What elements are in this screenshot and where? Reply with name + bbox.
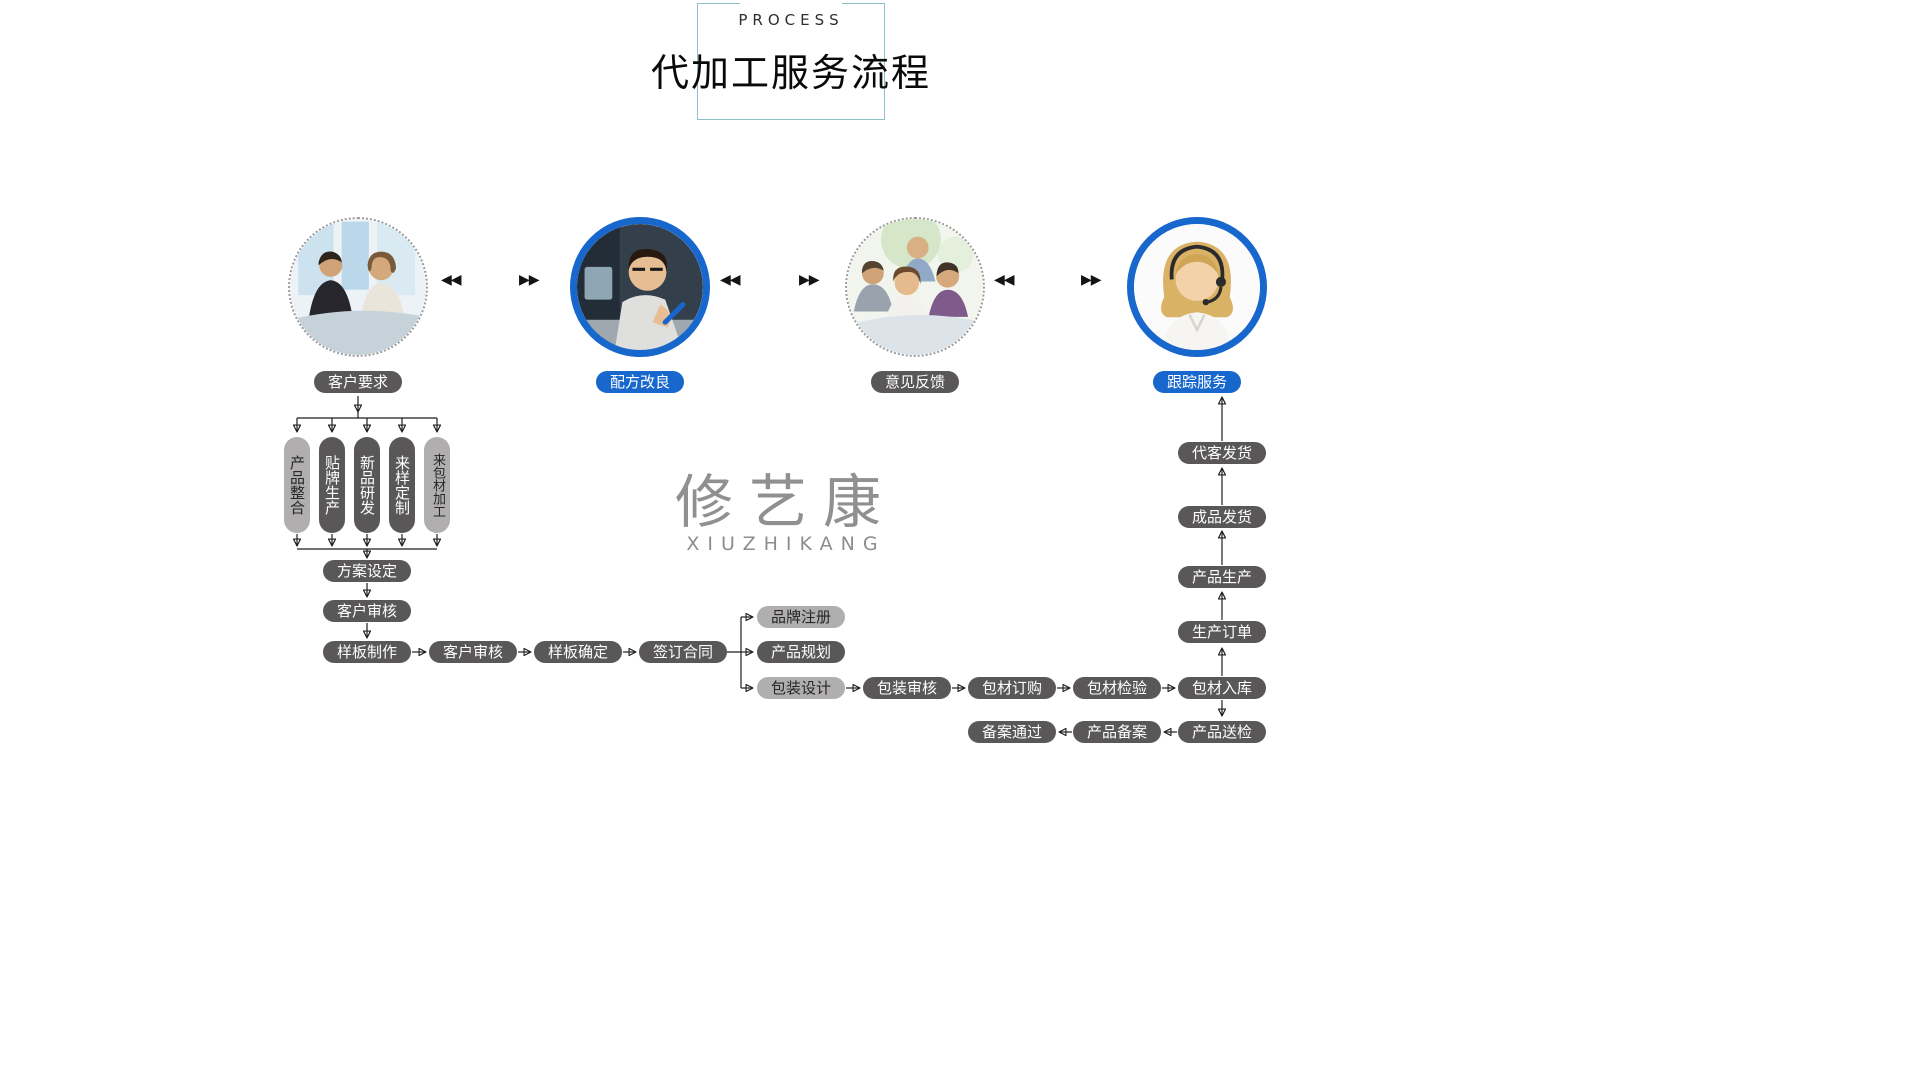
business-meeting-illustration — [290, 219, 426, 355]
stage-label-formula-improvement: 配方改良 — [596, 371, 684, 393]
step-customer-review: 客户审核 — [429, 641, 517, 663]
step-material-inspection: 包材检验 — [1073, 677, 1161, 699]
customer-service-illustration — [1134, 224, 1260, 350]
business-meeting-photo — [288, 217, 428, 357]
team-meeting-photo — [845, 217, 985, 357]
option-product-integration: 产品整合 — [284, 437, 310, 533]
step-sample-confirm: 样板确定 — [534, 641, 622, 663]
double-arrow-right-icon: ▶▶ — [799, 272, 820, 288]
team-meeting-illustration — [847, 219, 983, 355]
step-filing-approved: 备案通过 — [968, 721, 1056, 743]
option-oem-production: 贴牌生产 — [319, 437, 345, 533]
title-frame: PROCESS — [697, 3, 885, 120]
step-customer-review: 客户审核 — [323, 600, 411, 622]
process-eyebrow: PROCESS — [732, 11, 850, 29]
double-arrow-right-icon: ▶▶ — [1081, 272, 1102, 288]
step-material-warehousing: 包材入库 — [1178, 677, 1266, 699]
brand-logo-cn: 修艺康 — [674, 468, 898, 536]
step-product-inspection: 产品送检 — [1178, 721, 1266, 743]
stage-label-customer-requirements: 客户要求 — [314, 371, 402, 393]
double-arrow-left-icon: ◀◀ — [994, 272, 1015, 288]
lab-researcher-illustration — [577, 224, 703, 350]
lab-researcher-photo — [570, 217, 710, 357]
double-arrow-left-icon: ◀◀ — [720, 272, 741, 288]
step-sign-contract: 签订合同 — [639, 641, 727, 663]
step-packaging-design: 包装设计 — [757, 677, 845, 699]
step-brand-registration: 品牌注册 — [757, 606, 845, 628]
step-production-order: 生产订单 — [1178, 621, 1266, 643]
option-sample-customization: 来样定制 — [389, 437, 415, 533]
page-title: 代加工服务流程 — [650, 51, 932, 95]
option-packaging-processing: 来包材加工 — [424, 437, 450, 533]
step-product-production: 产品生产 — [1178, 566, 1266, 588]
step-finished-shipping: 成品发货 — [1178, 506, 1266, 528]
step-material-ordering: 包材订购 — [968, 677, 1056, 699]
step-packaging-review: 包装审核 — [863, 677, 951, 699]
stage-label-feedback: 意见反馈 — [871, 371, 959, 393]
step-product-filing: 产品备案 — [1073, 721, 1161, 743]
customer-service-photo — [1127, 217, 1267, 357]
step-product-planning: 产品规划 — [757, 641, 845, 663]
stage-label-tracking-service: 跟踪服务 — [1153, 371, 1241, 393]
step-agent-shipping: 代客发货 — [1178, 442, 1266, 464]
option-new-product-rd: 新品研发 — [354, 437, 380, 533]
double-arrow-left-icon: ◀◀ — [441, 272, 462, 288]
step-plan-setting: 方案设定 — [323, 560, 411, 582]
step-sample-making: 样板制作 — [323, 641, 411, 663]
brand-logo-en: XIUZHIKANG — [686, 533, 886, 555]
double-arrow-right-icon: ▶▶ — [519, 272, 540, 288]
